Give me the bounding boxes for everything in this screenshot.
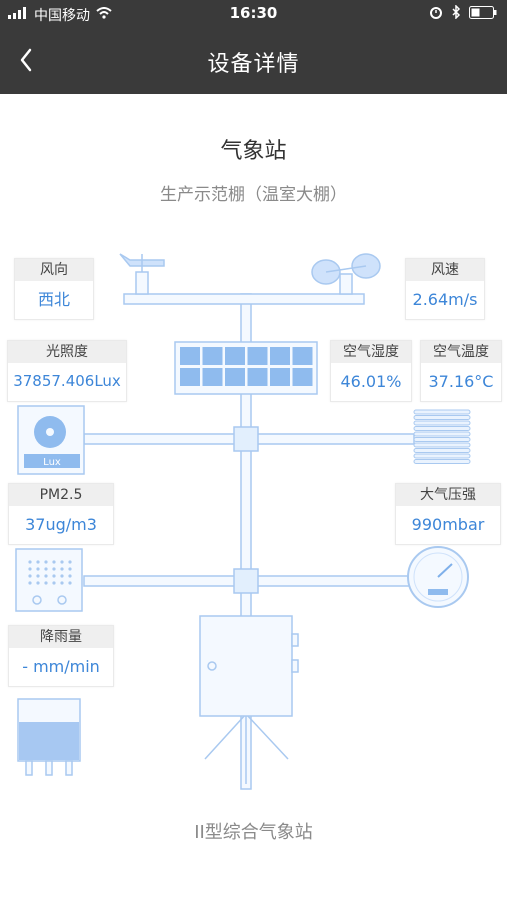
sensor-value: 37857.406Lux [13, 372, 121, 390]
crossbar-joint [233, 568, 259, 594]
sensor-card-humidity: 空气湿度 46.01% [330, 340, 412, 402]
radiation-shield-icon [413, 409, 471, 464]
pm25-sensor-icon [15, 548, 83, 612]
alarm-icon [429, 5, 443, 23]
top-crossbar [123, 293, 365, 305]
pm25-sensor-grille [28, 560, 72, 585]
station-title: 气象站 [220, 139, 287, 164]
light-sensor-display: Lux [43, 457, 61, 468]
light-sensor-icon: Lux [17, 405, 85, 475]
sensor-label: 风向 [15, 259, 93, 281]
anemometer-icon [311, 253, 381, 295]
sensor-value: 37.16°C [428, 372, 494, 391]
sensor-value: 37ug/m3 [25, 515, 97, 534]
sensor-card-rainfall: 降雨量 - mm/min [8, 625, 114, 687]
sensor-label: 风速 [406, 259, 484, 281]
sensor-value: 2.64m/s [412, 290, 478, 309]
carrier-name: 中国移动 [34, 8, 90, 24]
nav-bar: 设备详情 [0, 26, 507, 94]
sensor-card-light: 光照度 37857.406Lux [7, 340, 127, 402]
status-time: 16:30 [229, 4, 278, 22]
sensor-value: 西北 [37, 290, 70, 309]
solar-panel-cells [180, 347, 313, 386]
station-subtitle: 生产示范棚（温室大棚） [160, 185, 347, 205]
rain-gauge-icon [17, 698, 81, 776]
status-bar: 中国移动 16:30 [0, 0, 507, 26]
sensor-value: 990mbar [411, 515, 485, 534]
wifi-icon [96, 7, 112, 23]
barometer-gauge-icon [407, 546, 469, 608]
bluetooth-icon [451, 4, 461, 23]
page-title: 设备详情 [207, 52, 300, 77]
sensor-label: 降雨量 [9, 626, 113, 648]
back-button[interactable] [12, 44, 44, 76]
sensor-card-wind-direction: 风向 西北 [14, 258, 94, 320]
wind-vane-icon [119, 253, 165, 295]
sensor-card-temperature: 空气温度 37.16°C [420, 340, 502, 402]
chevron-left-icon [20, 48, 32, 72]
station-model: II型综合气象站 [194, 822, 313, 843]
sensor-card-pm25: PM2.5 37ug/m3 [8, 483, 114, 545]
sensor-value: - mm/min [22, 657, 100, 676]
sensor-label: 空气湿度 [331, 341, 411, 363]
sensor-card-wind-speed: 风速 2.64m/s [405, 258, 485, 320]
signal-icon [8, 7, 28, 23]
sensor-value: 46.01% [340, 372, 402, 391]
control-box-icon [199, 615, 299, 784]
sensor-label: PM2.5 [9, 484, 113, 506]
sensor-card-pressure: 大气压强 990mbar [395, 483, 501, 545]
weather-station-diagram: Lux [15, 253, 471, 790]
sensor-label: 空气温度 [421, 341, 501, 363]
crossbar-joint [233, 426, 259, 452]
sensor-label: 光照度 [8, 341, 126, 363]
battery-icon [469, 5, 497, 23]
sensor-label: 大气压强 [396, 484, 500, 506]
